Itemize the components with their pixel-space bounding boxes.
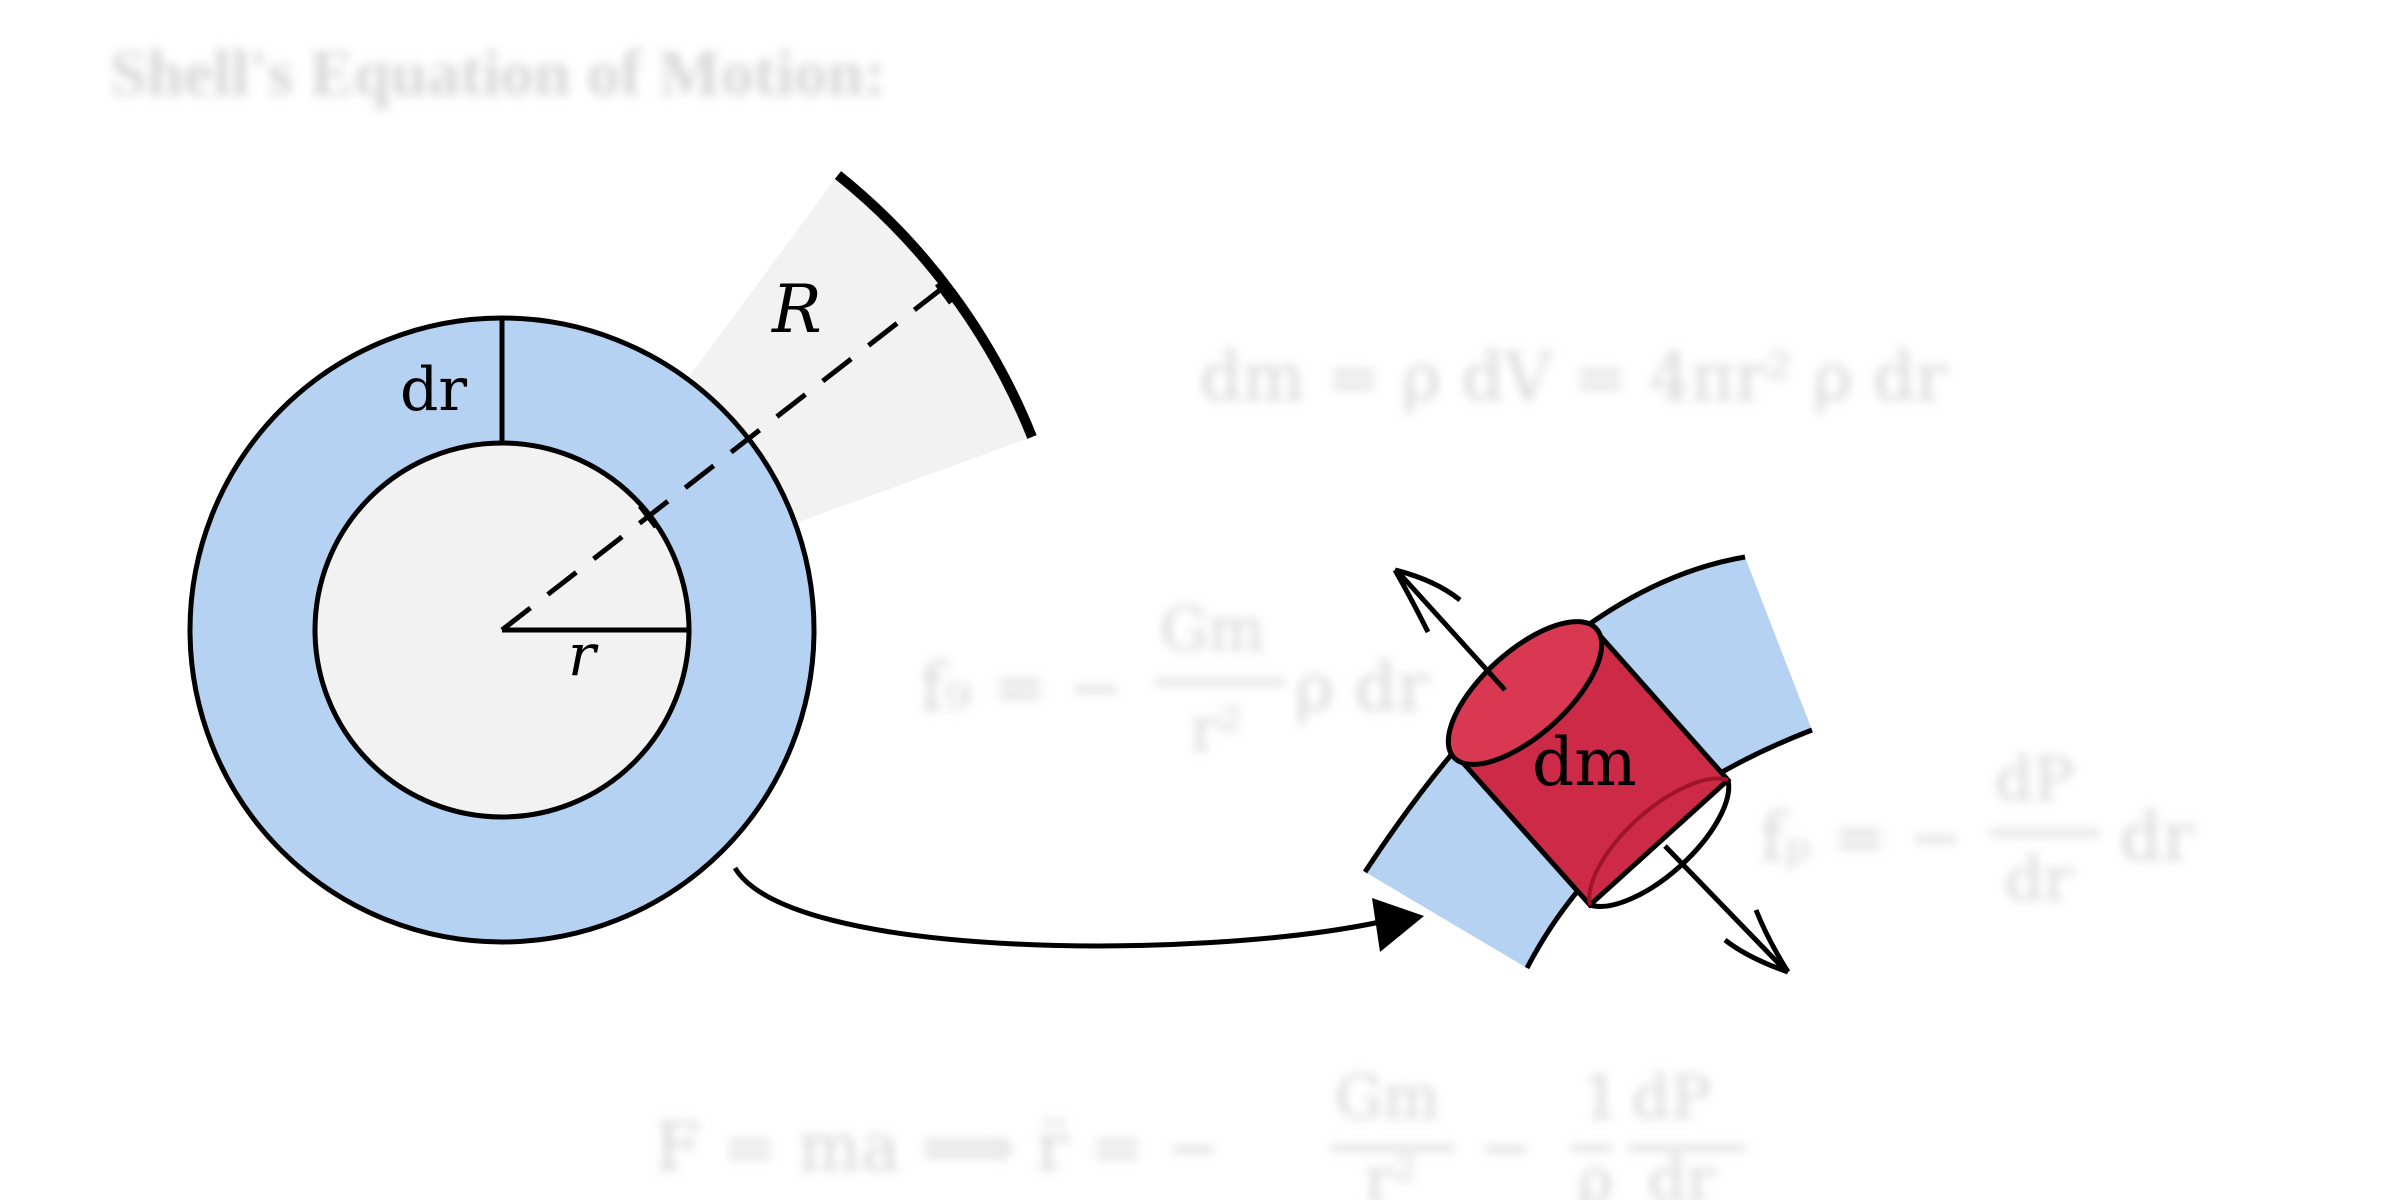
- svg-text:dP: dP: [1632, 1063, 1711, 1133]
- eq-pressure-force: fₚ = − dP dr dr: [1760, 745, 2194, 915]
- svg-text:fₚ = −: fₚ = −: [1760, 799, 1963, 876]
- svg-text:dr: dr: [2005, 845, 2072, 915]
- label-R: R: [771, 271, 822, 348]
- svg-text:r²: r²: [1190, 695, 1243, 765]
- zoom-arrow: [732, 866, 1381, 949]
- force-arrow-outward-head: [1392, 567, 1462, 634]
- svg-text:−: −: [1478, 1109, 1533, 1186]
- mass-element: [1445, 619, 1732, 909]
- zoom-arrow-head: [1372, 898, 1424, 952]
- svg-text:ρ: ρ: [1578, 1145, 1613, 1200]
- svg-text:r²: r²: [1365, 1145, 1418, 1200]
- force-arrow-outward: [1398, 572, 1507, 692]
- svg-text:f₉ = −: f₉ = −: [920, 649, 1123, 726]
- r-tick: [638, 504, 658, 529]
- R-tick: [934, 282, 954, 305]
- svg-text:F = ma ⟹ r̈ = −: F = ma ⟹ r̈ = −: [655, 1109, 1221, 1186]
- title: Shell's Equation of Motion:: [110, 37, 886, 110]
- eq-gravity-force: f₉ = − Gm r² ρ dr: [920, 595, 1429, 765]
- mass-element-back-cap: [1589, 779, 1732, 909]
- svg-text:dr: dr: [1648, 1145, 1715, 1200]
- svg-text:1: 1: [1582, 1063, 1620, 1133]
- label-dm: dm: [1532, 724, 1637, 801]
- force-arrow-inward-head: [1723, 909, 1791, 975]
- svg-text:dr: dr: [2120, 799, 2194, 876]
- svg-text:dm = ρ dV = 4πr² ρ dr: dm = ρ dV = 4πr² ρ dr: [1200, 339, 1947, 416]
- eq-mass: dm = ρ dV = 4πr² ρ dr: [1200, 339, 1947, 416]
- R-boundary-arc: [834, 171, 1037, 439]
- eq-motion: F = ma ⟹ r̈ = − Gm r² − 1 ρ dP dr: [655, 1063, 1745, 1200]
- mass-element-back-cap-hidden: [1587, 776, 1729, 906]
- label-dr: dr: [400, 355, 467, 425]
- label-r: r: [568, 621, 599, 689]
- svg-text:dP: dP: [1995, 745, 2074, 815]
- svg-text:Gm: Gm: [1160, 595, 1265, 665]
- svg-text:ρ dr: ρ dr: [1295, 649, 1429, 726]
- mass-element-front-cap: [1445, 619, 1605, 767]
- R-dashed-line: [500, 288, 942, 632]
- force-arrow-inward: [1663, 844, 1785, 970]
- svg-text:Gm: Gm: [1335, 1063, 1440, 1133]
